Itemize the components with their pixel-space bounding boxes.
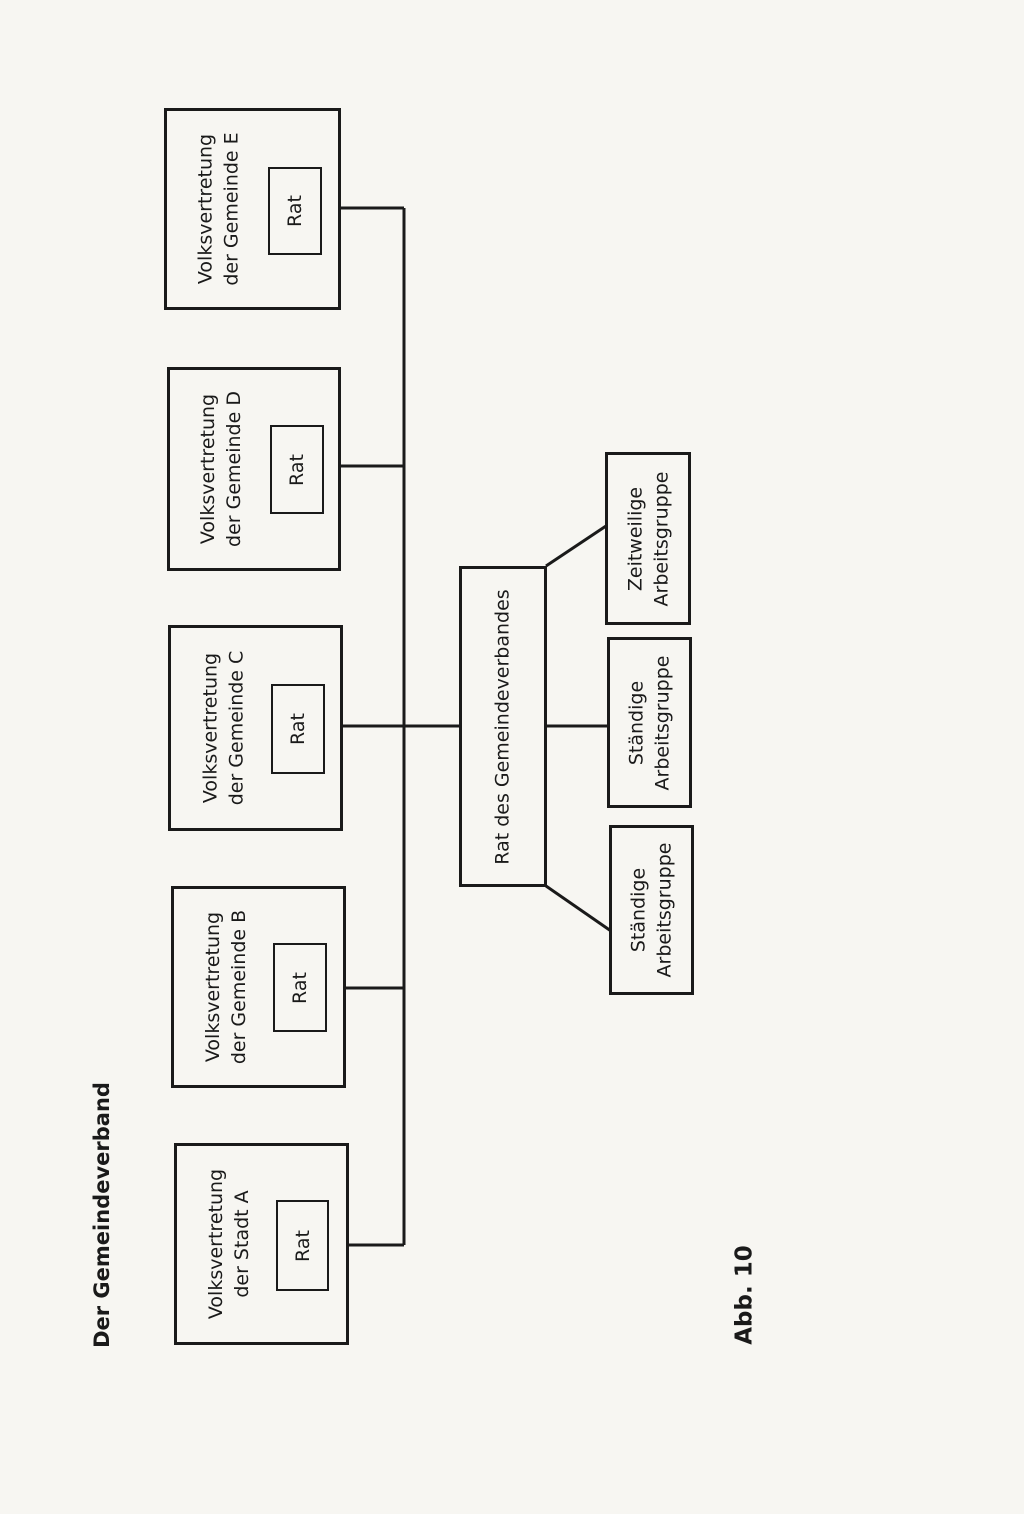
assembly-box-a [174,1143,349,1345]
assembly-label-d: Volksvertretung der Gemeinde D [197,391,246,547]
working-group-box-staendige-2 [609,825,694,995]
connector-zeitweilige [545,524,607,568]
working-group-label-staendige-1: Ständige Arbeitsgruppe [625,655,674,790]
assembly-label-a: Volksvertretung der Stadt A [205,1168,254,1320]
council-label-e: Rat [283,195,306,227]
council-label-b: Rat [288,971,311,1004]
council-label-d: Rat [285,453,308,486]
council-label-a: Rat [291,1229,314,1262]
figure-label: Abb. 10 [732,1245,759,1345]
working-group-box-zeitweilige [605,452,691,625]
working-group-label-staendige-2: Ständige Arbeitsgruppe [627,842,676,978]
central-council-label: Rat des Gemeindeverbandes [492,588,514,865]
council-label-c: Rat [286,713,309,745]
assembly-box-d [167,367,341,571]
council-box-a [276,1200,329,1291]
working-group-label-zeitweilige: Zeitweilige Arbeitsgruppe [624,471,673,606]
assembly-label-e: Volksvertretung der Gemeinde E [195,132,244,286]
council-box-e [268,167,322,255]
central-council-box [459,566,547,887]
assembly-label-b: Volksvertretung der Gemeinde B [202,909,251,1065]
connector-staendige-2 [545,884,612,933]
assembly-box-e [164,108,341,310]
council-box-c [271,684,325,774]
council-box-b [273,943,327,1032]
assembly-box-c [168,625,343,831]
assembly-box-b [171,886,346,1088]
diagram-title: Der Gemeindeverband [90,1082,114,1348]
working-group-box-staendige-1 [607,637,692,808]
assembly-label-c: Volksvertretung der Gemeinde C [199,650,247,806]
council-box-d [270,425,324,514]
